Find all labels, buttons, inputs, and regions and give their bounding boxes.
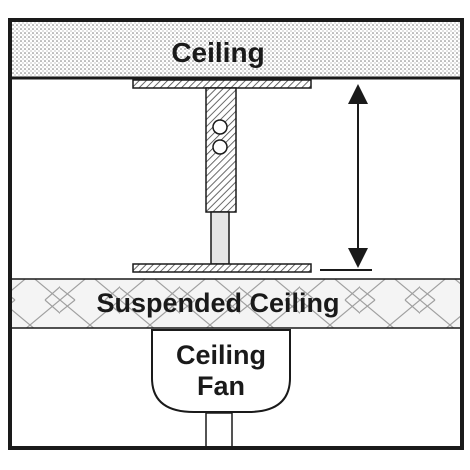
down-rod-upper bbox=[210, 211, 230, 265]
top-flange bbox=[132, 79, 312, 89]
ceiling-fan-label-line2: Fan bbox=[197, 371, 245, 401]
suspended-ceiling-band bbox=[10, 279, 462, 328]
dimension-arrow-down bbox=[348, 248, 368, 268]
ceiling-label: Ceiling bbox=[171, 37, 264, 68]
dimension-arrow-up bbox=[348, 84, 368, 104]
bolt-hole-upper bbox=[212, 119, 228, 135]
bottom-flange bbox=[132, 263, 312, 273]
ceiling-fan-housing bbox=[151, 329, 291, 413]
ceiling-fan-label-line1: Ceiling bbox=[176, 340, 266, 370]
outer-frame bbox=[8, 18, 464, 450]
ceiling-band bbox=[10, 20, 462, 78]
suspended-ceiling-label: Suspended Ceiling bbox=[96, 288, 339, 318]
bolt-hole-lower bbox=[212, 139, 228, 155]
down-rod-lower bbox=[205, 412, 233, 449]
